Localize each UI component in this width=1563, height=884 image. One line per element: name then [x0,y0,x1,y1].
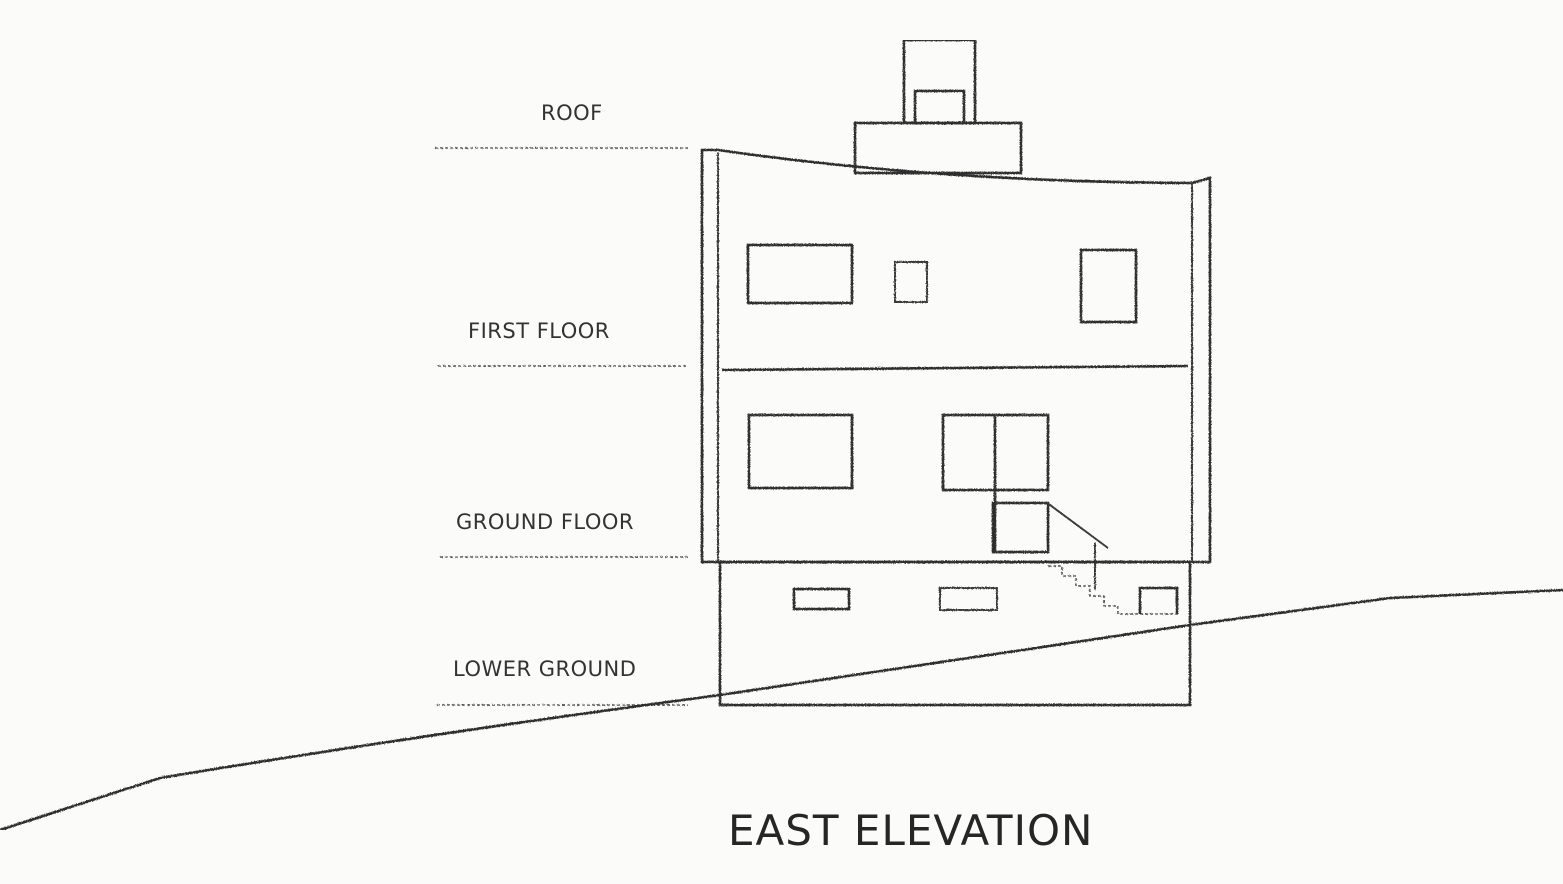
roof-label: ROOF [541,101,603,125]
lower-ground-storey [718,560,1192,707]
ground-floor-window-left [747,413,854,490]
roof-tower-opening [913,89,966,125]
terrain-line [0,588,1563,832]
first-floor-window-small [894,261,928,303]
stair-handrail [1045,501,1109,549]
lower-ground-label: LOWER GROUND [453,657,637,681]
upper-storeys-outline [700,148,1212,564]
roof-parapet-block [853,121,1023,175]
lower-ground-opening [1138,586,1179,614]
lower-ground-window-1 [792,587,851,611]
first-floor-slab [721,364,1189,372]
lower-ground-window-2 [939,587,998,611]
stair-steps [1048,565,1180,615]
ground-floor-label: GROUND FLOOR [456,510,634,534]
ground-floor-door [991,501,1050,554]
first-floor-label: FIRST FLOOR [468,319,610,343]
drawing-title: EAST ELEVATION [728,806,1094,855]
first-floor-window-left [746,243,854,305]
first-floor-window-right [1079,248,1138,324]
